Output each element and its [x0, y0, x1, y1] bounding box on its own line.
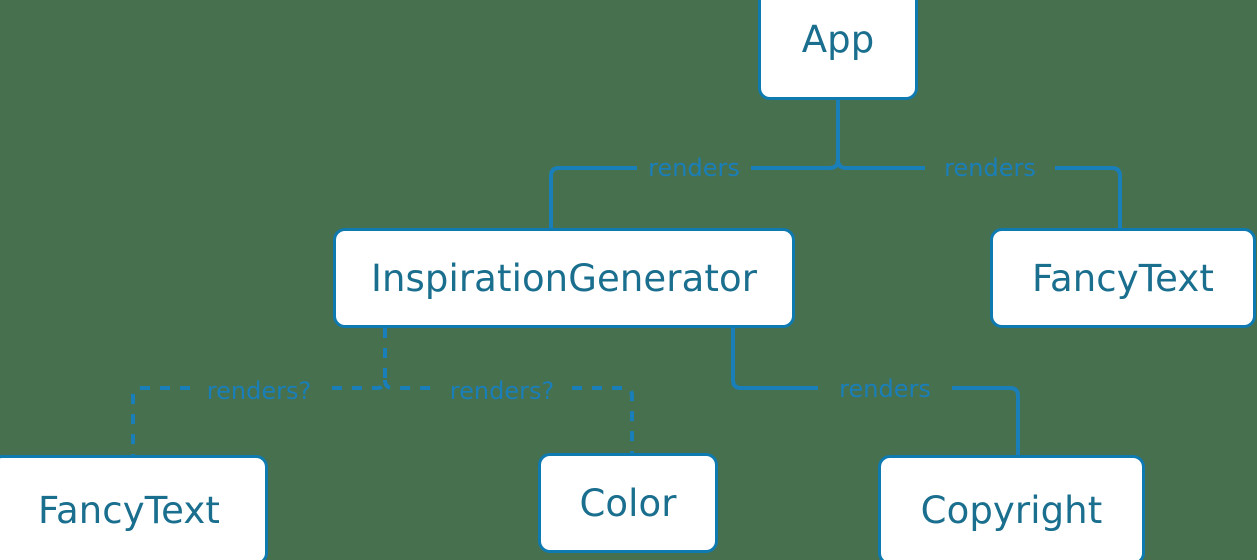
edge-app-to-fancytext-right — [836, 159, 1122, 228]
node-copyright[interactable]: Copyright — [878, 455, 1145, 560]
edge-inspiration-generator-to-color — [383, 379, 634, 453]
node-fancytext-right[interactable]: FancyText — [990, 228, 1256, 328]
node-copyright-label: Copyright — [920, 488, 1103, 532]
edge-label-app-to-inspiration-generator: renders — [648, 154, 740, 182]
edge-label-app-to-fancytext-right: renders — [944, 154, 1036, 182]
node-fancytext-right-label: FancyText — [1032, 256, 1214, 300]
edge-inspiration-generator-to-copyright — [731, 328, 1020, 455]
edge-label-inspiration-generator-to-copyright: renders — [839, 375, 931, 403]
edge-label-inspiration-generator-to-fancytext-bottom: renders? — [206, 377, 312, 405]
node-inspiration-generator[interactable]: InspirationGenerator — [333, 228, 795, 328]
node-color-label: Color — [579, 481, 677, 525]
edge-label-inspiration-generator-to-color: renders? — [449, 377, 555, 405]
node-fancytext-bottom-label: FancyText — [38, 488, 220, 532]
node-app[interactable]: App — [758, 0, 918, 100]
node-app-label: App — [801, 17, 875, 61]
edge-inspiration-generator-to-fancytext-bottom — [131, 328, 387, 455]
node-fancytext-bottom[interactable]: FancyText — [0, 455, 268, 560]
node-color[interactable]: Color — [538, 453, 718, 553]
node-inspiration-generator-label: InspirationGenerator — [370, 256, 758, 300]
